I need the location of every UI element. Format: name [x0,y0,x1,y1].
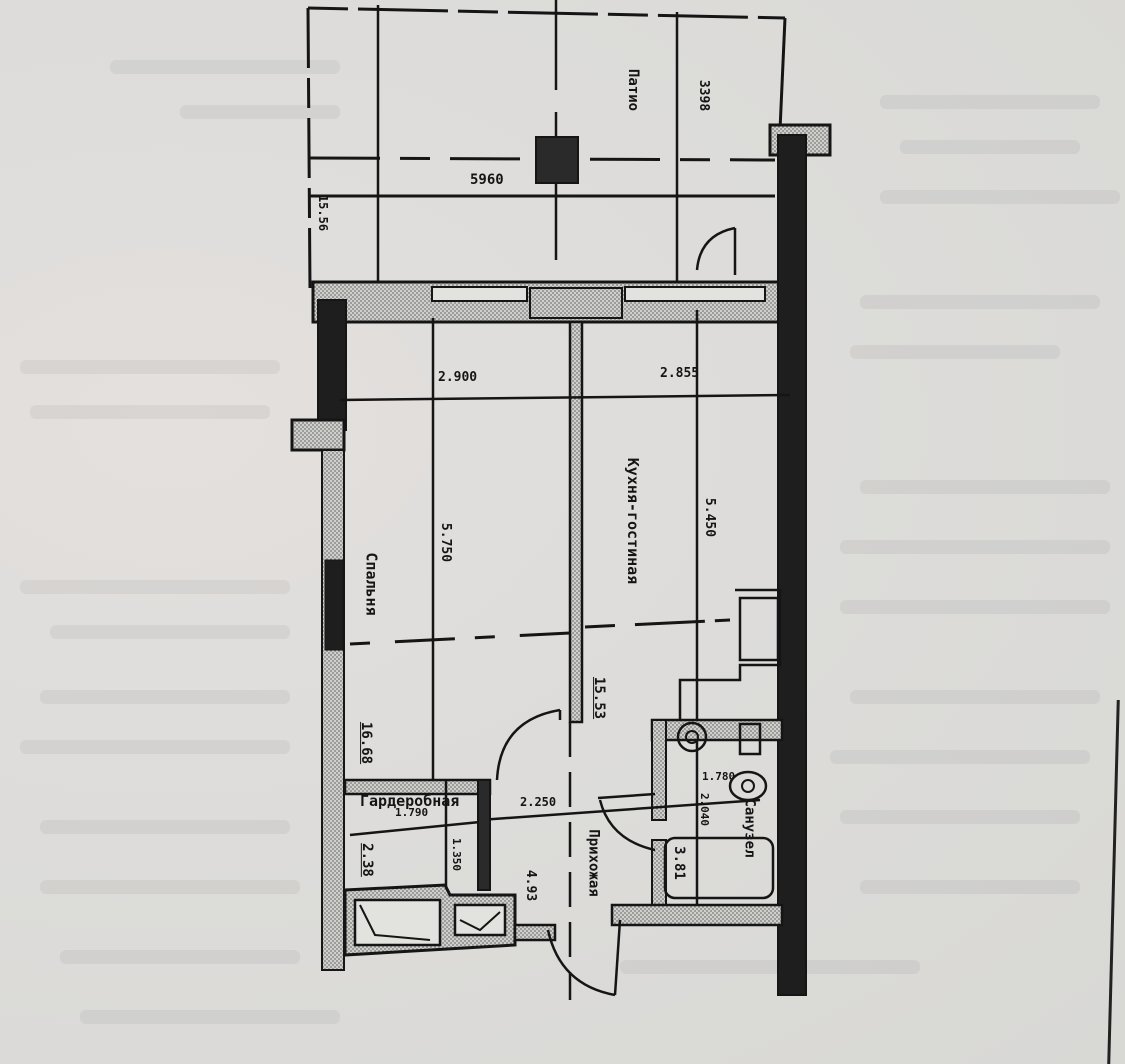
room-label-hallway: Прихожая [585,829,602,897]
dim-patio-width: 5960 [470,172,504,188]
dim-bathroom-width: 1.780 [702,770,736,783]
dim-bedroom-length: 5.750 [438,522,454,563]
area-bedroom: 16.68 [358,721,375,765]
area-wardrobe: 2.38 [358,843,375,877]
room-label-kitchen-living: Кухня-гостиная [624,457,643,585]
dim-bedroom-width: 2.900 [438,370,478,385]
dim-patio-depth: 3398 [696,79,712,112]
area-patio: 15.56 [316,194,331,232]
dim-bathroom-depth: 2.040 [698,792,712,827]
area-kitchen-living: 15.53 [591,676,608,720]
exterior-walls [290,123,832,996]
dim-wardrobe-depth: 1.350 [450,837,464,872]
area-hallway: 4.93 [523,869,539,902]
dim-kitchen-width: 2.855 [660,366,700,381]
dim-kitchen-length: 5.450 [702,497,718,538]
dim-hallway-width: 2.250 [520,795,557,809]
room-label-patio: Патио [625,68,642,112]
room-label-wardrobe: Гардеробная [360,792,460,810]
room-label-bedroom: Спальня [362,552,381,616]
area-bathroom: 3.81 [670,846,687,880]
room-label-bathroom: Санузел [741,798,758,858]
dim-wardrobe-width: 1.790 [395,806,429,819]
